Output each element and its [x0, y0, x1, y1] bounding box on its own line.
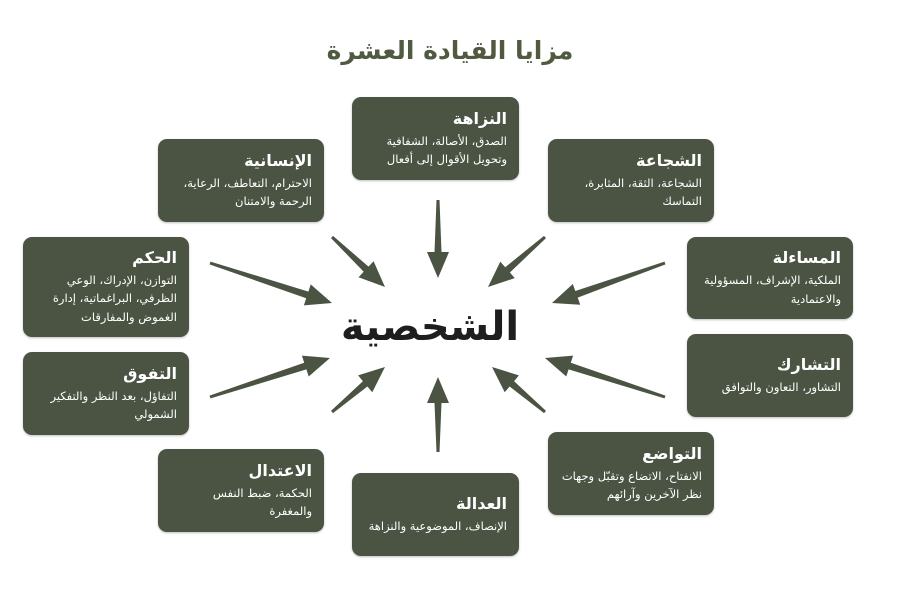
node-transcendence-title: التفوق [123, 363, 177, 383]
node-justice-text: الإنصاف، الموضوعية والنزاهة [368, 518, 507, 533]
node-humanity: الإنسانية الاحترام، التعاطف، الرعاية، ال… [158, 139, 324, 222]
node-humility: التواضع الانفتاح، الاتضاع وتقبّل وجهات ن… [548, 432, 714, 515]
arrow-from-judgment [209, 261, 332, 306]
node-judgment-title: الحكم [132, 247, 177, 267]
arrow-from-integrity [427, 200, 449, 278]
node-temperance: الاعتدال الحكمة، ضبط النفس والمغفرة [158, 449, 324, 532]
node-courage: الشجاعة الشجاعة، الثقة، المثابرة، التماس… [548, 139, 714, 222]
node-judgment-text: التوازن، الإدراك، الوعي الظرفي، البراغما… [52, 273, 177, 324]
arrow-from-justice [427, 377, 449, 452]
node-accountability: المساءلة الملكية، الإشراف، المسؤولية وال… [687, 237, 853, 319]
node-collaboration: التشارك التشاور، التعاون والتوافق [687, 334, 853, 417]
node-judgment: الحكم التوازن، الإدراك، الوعي الظرفي، ال… [23, 237, 189, 337]
arrow-from-temperance [331, 367, 385, 414]
node-accountability-text: الملكية، الإشراف، المسؤولية والاعتمادية [704, 273, 841, 306]
arrow-from-courage [488, 235, 546, 287]
arrow-from-collaboration [545, 355, 666, 399]
node-collaboration-title: التشارك [776, 354, 841, 374]
node-justice-title: العدالة [456, 493, 507, 513]
node-temperance-text: الحكمة، ضبط النفس والمغفرة [212, 485, 312, 519]
node-humanity-title: الإنسانية [244, 150, 312, 170]
node-justice: العدالة الإنصاف، الموضوعية والنزاهة [352, 473, 519, 556]
node-courage-title: الشجاعة [636, 150, 702, 170]
node-humility-text: الانفتاح، الاتضاع وتقبّل وجهات نظر الآخر… [561, 468, 702, 502]
arrow-from-humility [492, 367, 546, 414]
node-collaboration-text: التشاور، التعاون والتوافق [721, 379, 841, 394]
diagram-title: مزايا القيادة العشرة [326, 36, 574, 65]
node-transcendence: التفوق التفاؤل، بعد النظر والتفكير الشمو… [23, 352, 189, 435]
node-integrity-text: الصدق، الأصالة، الشفافية وتحويل الأقوال … [386, 133, 507, 167]
arrow-from-accountability [552, 261, 666, 305]
node-humanity-text: الاحترام، التعاطف، الرعاية، الرحمة والام… [183, 175, 313, 209]
arrow-from-transcendence [209, 355, 330, 399]
node-integrity: النزاهة الصدق، الأصالة، الشفافية وتحويل … [352, 97, 519, 180]
arrow-from-humanity [331, 235, 385, 287]
node-transcendence-text: التفاؤل، بعد النظر والتفكير الشمولي [50, 388, 177, 422]
node-accountability-title: المساءلة [772, 248, 841, 268]
node-humility-title: التواضع [642, 443, 702, 463]
node-courage-text: الشجاعة، الثقة، المثابرة، التماسك [584, 175, 702, 209]
center-label: الشخصية [340, 304, 520, 350]
node-temperance-title: الاعتدال [248, 460, 312, 480]
node-integrity-title: النزاهة [452, 108, 507, 128]
